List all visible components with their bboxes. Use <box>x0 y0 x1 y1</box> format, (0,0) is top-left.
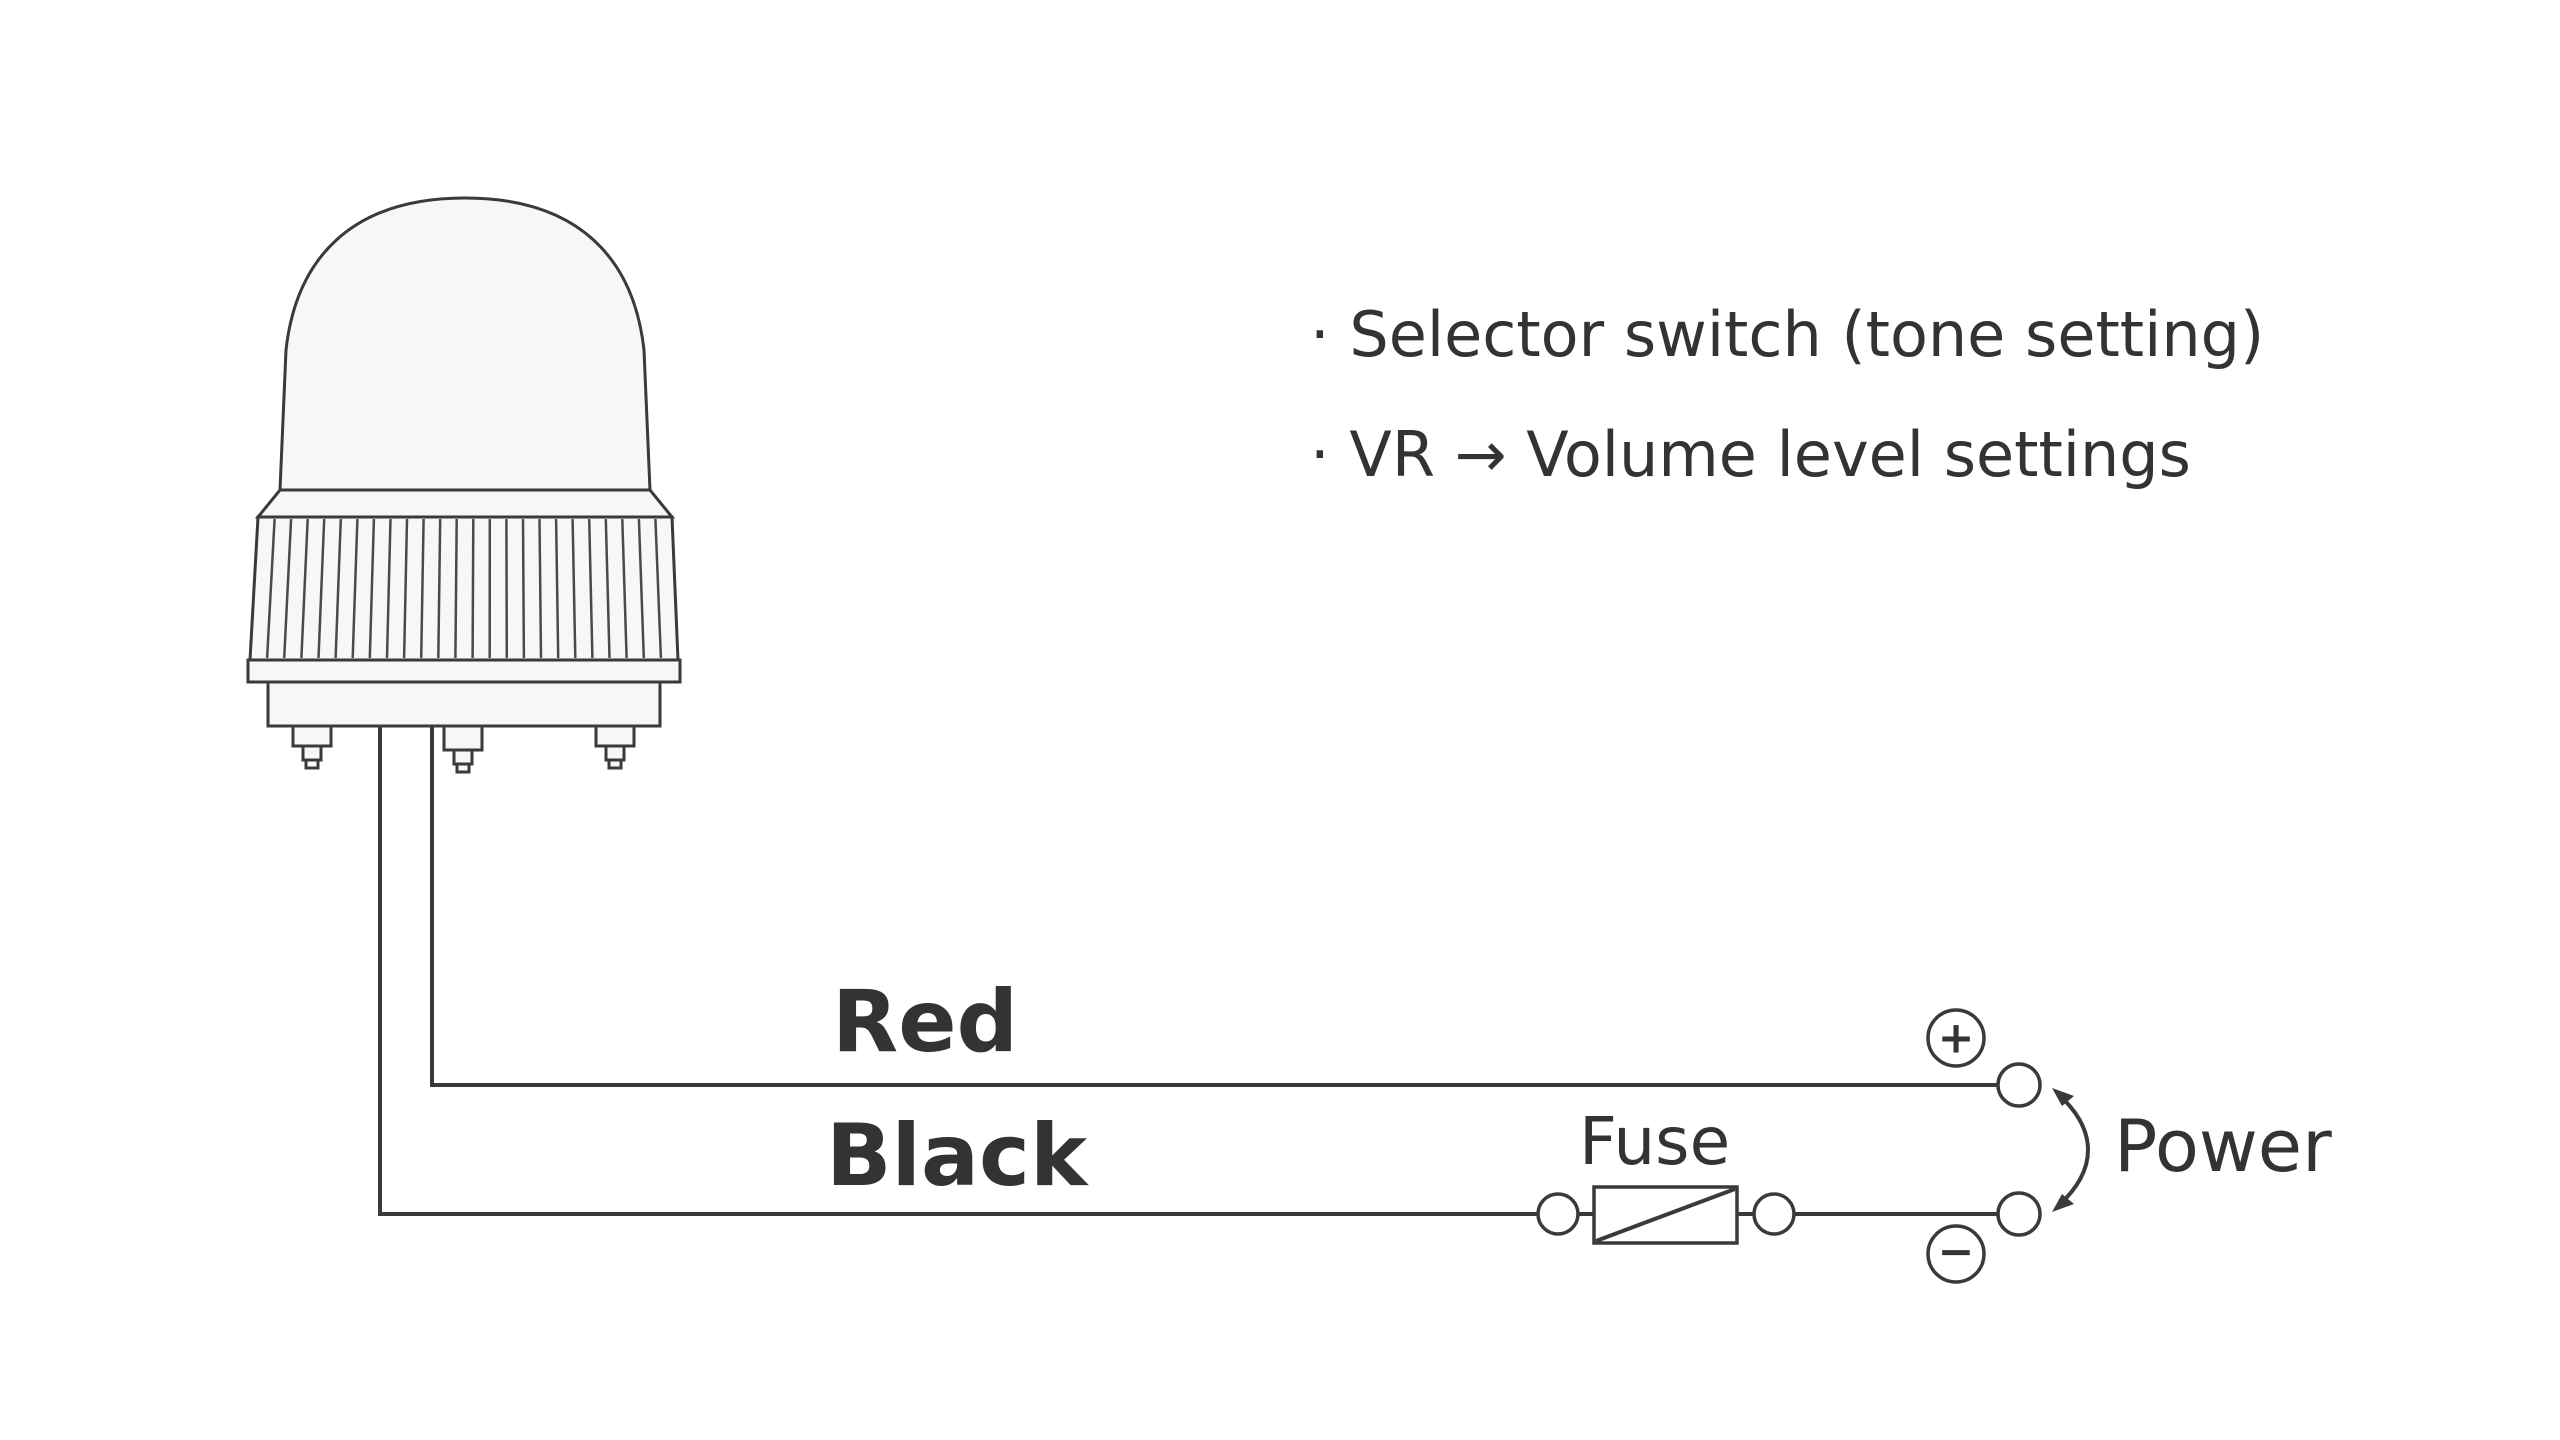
ribbed-body <box>248 515 680 662</box>
power-bracket-arrow-icon <box>2052 1088 2090 1212</box>
body-rib <box>282 518 293 659</box>
body-rib <box>637 518 646 659</box>
body-rib <box>265 518 276 659</box>
body-rib <box>419 518 425 659</box>
fuse-terminal-left <box>1536 1192 1580 1236</box>
body-rib <box>351 518 359 659</box>
body-rib <box>654 518 663 659</box>
body-rib <box>385 518 392 659</box>
body-rib <box>368 518 376 659</box>
body-rib <box>521 518 526 659</box>
body-rib <box>437 518 442 659</box>
fuse-label: Fuse <box>1579 1103 1730 1180</box>
signal-light-unit <box>246 196 682 774</box>
power-label: Power <box>2114 1104 2332 1188</box>
mounting-base <box>266 680 662 728</box>
power-terminal-negative <box>1996 1191 2042 1237</box>
body-rib <box>604 518 611 659</box>
red-wire-label: Red <box>832 972 1018 1072</box>
body-rib <box>587 518 594 659</box>
power-terminal-positive <box>1996 1062 2042 1108</box>
mounting-bolt <box>594 724 636 770</box>
body-rib <box>317 518 326 659</box>
note-volume-setting: · VR → Volume level settings <box>1310 418 2191 491</box>
fuse <box>1592 1185 1739 1245</box>
body-rib <box>334 518 343 659</box>
positive-polarity-icon: + <box>1926 1008 1986 1068</box>
mounting-bolt <box>291 724 333 770</box>
negative-sign: − <box>1938 1227 1975 1278</box>
light-collar <box>254 488 676 519</box>
body-rib <box>538 518 543 659</box>
fuse-element <box>1595 1187 1736 1243</box>
body-rib <box>454 518 458 659</box>
black-wire-label: Black <box>826 1106 1089 1206</box>
negative-polarity-icon: − <box>1926 1224 1986 1284</box>
body-rib <box>621 518 628 659</box>
black-wire <box>378 726 1546 1216</box>
body-rib <box>402 518 409 659</box>
body-ribs <box>265 518 663 659</box>
light-dome <box>278 196 652 492</box>
body-rib <box>300 518 309 659</box>
body-rib <box>471 518 475 659</box>
red-wire <box>430 726 1997 1087</box>
body-rib <box>571 518 577 659</box>
mounting-flange <box>246 658 682 684</box>
fuse-terminal-right <box>1752 1192 1796 1236</box>
body-rib <box>554 518 560 659</box>
mounting-bolt <box>442 724 484 774</box>
positive-sign: + <box>1938 1013 1975 1064</box>
note-selector-switch: · Selector switch (tone setting) <box>1310 298 2264 371</box>
